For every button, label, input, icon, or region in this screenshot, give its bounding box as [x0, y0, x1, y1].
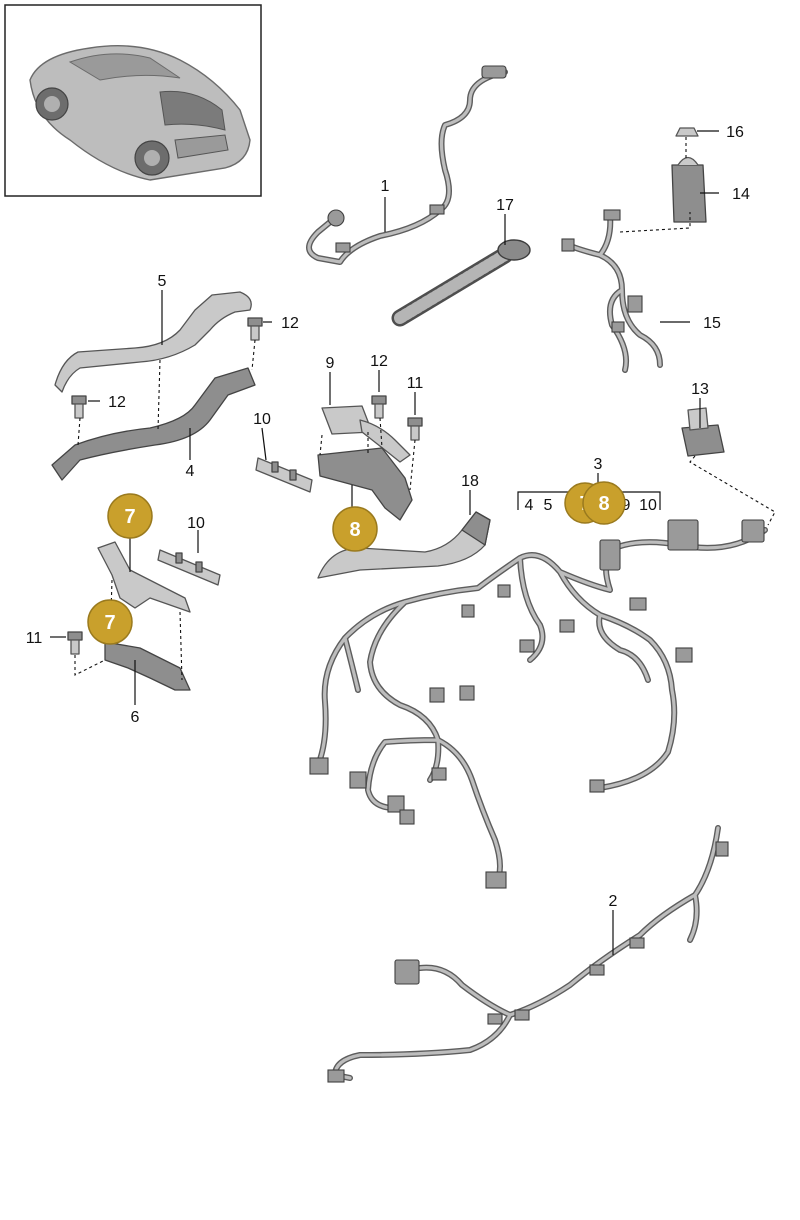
part-18-duct[interactable] [317, 511, 491, 579]
part-14-box[interactable] [671, 156, 707, 223]
car-icon [29, 45, 251, 181]
part-17-hose[interactable] [391, 239, 531, 327]
part-10-clip-b[interactable] [157, 549, 221, 586]
badge-8-duct-label: 8 [349, 519, 360, 541]
badge-8-group3[interactable]: 8 [582, 481, 626, 525]
callout-labels: 1 2 3 4 5 6 9 10 10 11 11 12 12 12 13 14… [26, 124, 750, 910]
badges: 7 7 8 7 8 [87, 481, 626, 645]
group-3-item-5: 5 [544, 497, 553, 514]
part-5-bracket[interactable] [54, 291, 252, 393]
badge-7-upper-label: 7 [124, 506, 135, 528]
part-2-harness[interactable] [327, 825, 729, 1083]
callout-3: 3 [594, 456, 603, 473]
group-3-item-4: 4 [525, 497, 534, 514]
callout-12-a: 12 [281, 315, 299, 332]
callout-12-c: 12 [370, 353, 388, 370]
callout-18: 18 [461, 473, 479, 490]
callout-17: 17 [496, 197, 514, 214]
part-10-clip-a[interactable] [255, 457, 313, 493]
callout-2: 2 [609, 893, 618, 910]
part-3-main-harness[interactable] [309, 519, 768, 889]
part-11-bolt-b[interactable] [67, 631, 83, 655]
part-6-bracket[interactable] [97, 541, 191, 691]
callout-4: 4 [186, 463, 195, 480]
callout-11-lower: 11 [26, 630, 43, 647]
badge-7-lower-label: 7 [104, 612, 115, 634]
part-12-bolt-a[interactable] [247, 317, 263, 341]
car-thumbnail[interactable] [4, 4, 262, 197]
badge-8-group3-label: 8 [598, 493, 609, 515]
callout-6: 6 [131, 709, 140, 726]
part-16-nut[interactable] [675, 127, 699, 137]
callout-11-upper: 11 [407, 375, 424, 392]
callout-13: 13 [691, 381, 709, 398]
badge-8-duct[interactable]: 8 [332, 506, 378, 552]
part-11-bolt-a[interactable] [407, 417, 423, 441]
part-9-holder[interactable] [321, 405, 411, 463]
callout-10-lower: 10 [187, 515, 205, 532]
part-1-cable[interactable] [306, 65, 508, 265]
callout-12-b: 12 [108, 394, 126, 411]
badge-7-lower[interactable]: 7 [87, 599, 133, 645]
callout-10-upper: 10 [253, 411, 271, 428]
part-15-harness[interactable] [561, 209, 663, 373]
part-12-bolt-b[interactable] [71, 395, 87, 419]
group-3-item-10: 10 [639, 497, 657, 514]
callout-16: 16 [726, 124, 744, 141]
part-13-module[interactable] [681, 407, 725, 457]
group-3-item-9: 9 [622, 497, 631, 514]
part-9-lower-bracket[interactable] [317, 447, 413, 521]
callout-9: 9 [326, 355, 335, 372]
callout-5: 5 [158, 273, 167, 290]
callout-1: 1 [381, 178, 390, 195]
callout-14: 14 [732, 186, 750, 203]
part-12-bolt-c[interactable] [371, 395, 387, 419]
group-3-items: 4 5 9 10 [525, 497, 657, 514]
part-4-bracket[interactable] [51, 367, 256, 481]
badge-7-upper[interactable]: 7 [107, 493, 153, 539]
callout-15: 15 [703, 315, 721, 332]
